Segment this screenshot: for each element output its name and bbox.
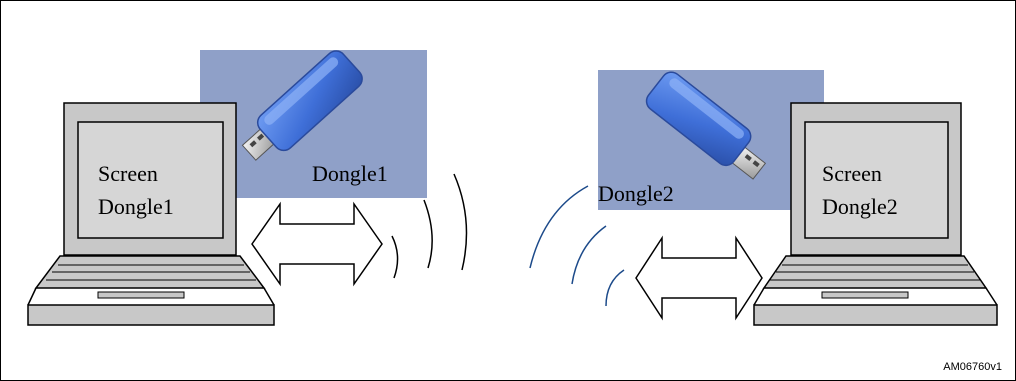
screen-label-right-line1: Screen: [822, 161, 882, 186]
usb-dongle-icon: [241, 50, 363, 161]
usb-dongle-icon: [645, 71, 767, 180]
screen-label-left-line1: Screen: [98, 161, 158, 186]
radio-wave-icon: [529, 185, 625, 307]
screen-label-left-line2: Dongle1: [98, 194, 174, 219]
figure-reference: AM06760v1: [943, 361, 1002, 373]
dongle-label-right: Dongle2: [598, 181, 674, 206]
laptop-icon: [27, 102, 275, 326]
dongle-label-left: Dongle1: [312, 161, 388, 186]
double-arrow-icon: [251, 201, 383, 287]
radio-wave-icon: [391, 173, 468, 279]
double-arrow-icon: [635, 235, 763, 321]
dongle-panel-left: [200, 50, 427, 198]
dongle-panel-right: [598, 70, 824, 210]
screen-label-right-line2: Dongle2: [822, 194, 898, 219]
laptop-icon: [753, 102, 998, 326]
